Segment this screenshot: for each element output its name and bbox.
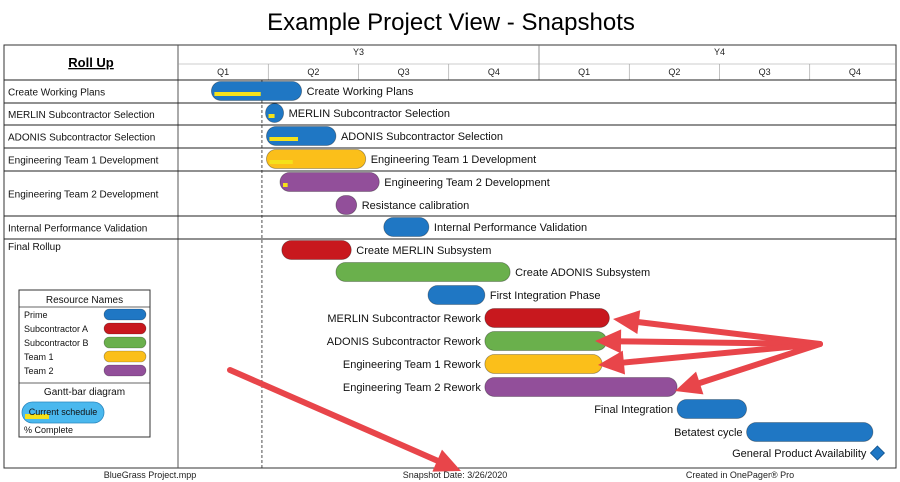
gantt-bar: [335, 195, 358, 215]
quarter-label: Q1: [578, 67, 590, 77]
row-label: MERLIN Subcontractor Selection: [8, 110, 155, 121]
footer-created-in: Created in OnePager® Pro: [686, 470, 794, 480]
task-label: First Integration Phase: [490, 290, 601, 302]
gantt-bar: [484, 308, 610, 328]
arrow-head: [595, 329, 622, 354]
percent-complete-fill: [268, 114, 275, 118]
legend-item-label: Prime: [24, 310, 48, 320]
arrow-shaft: [696, 341, 823, 386]
annotation-arrow: [595, 329, 823, 354]
row-label: Engineering Team 1 Development: [8, 156, 159, 167]
quarter-label: Q3: [398, 67, 410, 77]
milestone-diamond: [869, 445, 886, 461]
arrow-shaft: [620, 341, 823, 366]
task-label: Internal Performance Validation: [434, 222, 587, 234]
task-label: Engineering Team 1 Development: [371, 154, 537, 166]
quarter-label: Q2: [668, 67, 680, 77]
quarter-label: Q4: [849, 67, 861, 77]
gantt-bar: [484, 377, 678, 397]
gantt-bar: [210, 81, 303, 101]
annotation-arrow: [598, 341, 823, 375]
gantt-bar: [676, 399, 747, 419]
task-label: ADONIS Subcontractor Rework: [327, 336, 482, 348]
chart-title: Example Project View - Snapshots: [267, 9, 635, 36]
gantt-bar: [266, 126, 337, 146]
legend-swatch: [103, 336, 147, 349]
quarter-label: Q2: [307, 67, 319, 77]
legend-title: Resource Names: [46, 295, 123, 306]
row-label: Internal Performance Validation: [8, 224, 147, 235]
year-label: Y4: [714, 47, 725, 57]
quarter-label: Q4: [488, 67, 500, 77]
legend-swatch: [103, 364, 147, 377]
gantt-bar: [335, 262, 511, 282]
gantt-bar: [746, 422, 874, 442]
legend-current-schedule-label: Current schedule: [29, 407, 98, 417]
legend-item-label: Subcontractor A: [24, 324, 88, 334]
gantt-bar: [281, 240, 352, 260]
annotation-arrow: [227, 367, 461, 472]
task-label: ADONIS Subcontractor Selection: [341, 131, 503, 143]
footer-snapshot-date: Snapshot Date: 3/26/2020: [403, 470, 508, 480]
legend-swatch: [103, 350, 147, 363]
gantt-bar: [383, 217, 430, 237]
task-label: Create ADONIS Subsystem: [515, 267, 650, 279]
percent-complete-fill: [269, 137, 299, 141]
legend-swatch: [103, 308, 147, 321]
legend-diagram-title: Gantt-bar diagram: [44, 387, 125, 398]
percent-complete-fill: [269, 160, 293, 164]
gantt-bar: [279, 172, 380, 192]
row-label: Final Rollup: [8, 242, 61, 253]
task-label: MERLIN Subcontractor Selection: [289, 108, 450, 120]
arrow-shaft: [227, 367, 441, 464]
arrow-shaft: [635, 319, 823, 347]
milestone-label: General Product Availability: [732, 448, 867, 460]
quarter-label: Q1: [217, 67, 229, 77]
arrow-head: [432, 449, 461, 472]
legend-complete-fill: [25, 414, 49, 419]
quarter-label: Q3: [759, 67, 771, 77]
roll-up-heading: Roll Up: [68, 55, 114, 70]
task-label: Create MERLIN Subsystem: [356, 245, 491, 257]
task-label: Engineering Team 1 Rework: [343, 359, 481, 371]
year-label: Y3: [353, 47, 364, 57]
arrow-head: [613, 310, 641, 335]
gantt-bar: [484, 354, 603, 374]
legend-item-label: Team 1: [24, 352, 54, 362]
legend-item-label: Subcontractor B: [24, 338, 89, 348]
footer-file-name: BlueGrass Project.mpp: [104, 470, 197, 480]
row-label: ADONIS Subcontractor Selection: [8, 133, 155, 144]
task-label: Create Working Plans: [307, 86, 414, 98]
arrow-head: [598, 350, 626, 375]
task-label: Resistance calibration: [362, 200, 470, 212]
arrow-shaft: [617, 338, 823, 347]
gantt-bar: [427, 285, 486, 305]
task-label: MERLIN Subcontractor Rework: [327, 313, 481, 325]
legend-percent-complete-label: % Complete: [24, 425, 73, 435]
gantt-bar: [266, 149, 367, 169]
row-label: Create Working Plans: [8, 88, 105, 99]
row-label: Engineering Team 2 Development: [8, 190, 159, 201]
gantt-bar: [484, 331, 608, 351]
legend-item-label: Team 2: [24, 366, 54, 376]
gantt-bar: [265, 103, 284, 123]
task-label: Engineering Team 2 Development: [384, 177, 550, 189]
task-label: Betatest cycle: [674, 427, 742, 439]
annotation-arrow: [613, 310, 823, 347]
legend-swatch: [103, 322, 147, 335]
task-label: Final Integration: [594, 404, 673, 416]
percent-complete-fill: [282, 183, 288, 187]
annotation-arrow: [675, 341, 823, 395]
task-label: Engineering Team 2 Rework: [343, 382, 481, 394]
arrow-head: [675, 371, 704, 395]
percent-complete-fill: [214, 92, 261, 96]
